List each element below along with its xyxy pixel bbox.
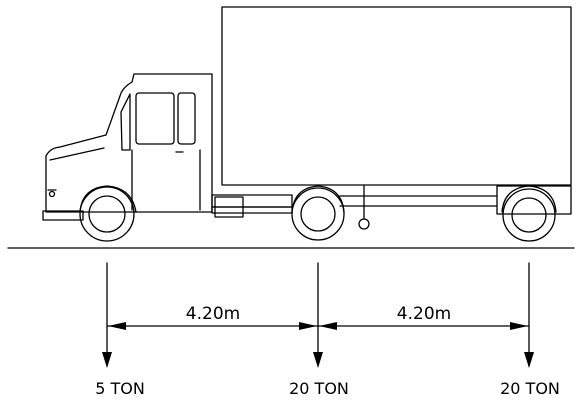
dim-arrowhead-2-right xyxy=(510,322,528,330)
middle-load-arrowhead xyxy=(313,352,323,368)
spacing-label-2: 4.20m xyxy=(397,304,451,324)
front-axle-load-label: 5 TON xyxy=(95,379,145,398)
rear-load-arrowhead xyxy=(524,352,534,368)
dim-arrowhead-1-right xyxy=(299,322,317,330)
front-wheel xyxy=(79,186,135,242)
middle-wheel xyxy=(291,185,345,241)
cargo-box xyxy=(221,6,572,186)
rear-wheel xyxy=(501,185,557,242)
dim-arrowhead-2-left xyxy=(319,322,337,330)
spacing-label-1: 4.20m xyxy=(186,304,240,324)
dim-arrowhead-1-left xyxy=(108,322,126,330)
front-load-arrowhead xyxy=(102,352,112,368)
rear-axle-load-label: 20 TON xyxy=(500,379,560,398)
middle-axle-load-label: 20 TON xyxy=(289,379,349,398)
truck-cab xyxy=(42,73,213,221)
